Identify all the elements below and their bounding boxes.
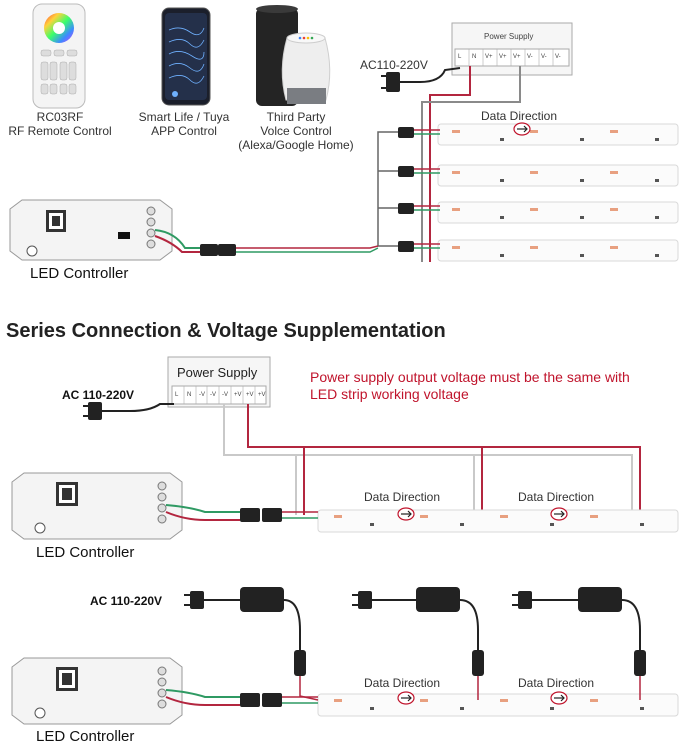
voice-line1: Third Party (266, 110, 326, 124)
top-terminal-4: V+ (513, 54, 521, 60)
app-label: Smart Life / Tuya APP Control (124, 110, 244, 138)
remote-caption: RF Remote Control (8, 124, 112, 138)
remote-name: RC03RF (36, 110, 84, 124)
adapter-led-controller (11, 657, 318, 725)
smartphone-app-icon (161, 7, 211, 106)
data-direction-arrow-icon (513, 122, 531, 136)
voltage-note: Power supply output voltage must be the … (310, 369, 630, 403)
top-terminal-0: L (458, 54, 462, 60)
adapter-plug-icon-3 (512, 587, 646, 676)
series-terminal-3: -V (210, 392, 216, 398)
series-terminal-6: +V (246, 392, 254, 398)
series-data-direction-1: Data Direction (364, 490, 441, 504)
voice-line2: Volce Control (260, 124, 332, 138)
app-line1: Smart Life / Tuya (138, 110, 230, 124)
top-ac-label: AC110-220V (360, 58, 428, 72)
top-strip-connectors (398, 127, 414, 252)
series-terminal-4: -V (222, 392, 228, 398)
series-power-supply (167, 356, 271, 408)
adapter-led-strip (317, 691, 679, 717)
series-terminal-7: +V (258, 392, 266, 398)
adapter-plug-icon-2 (352, 587, 484, 676)
adapter-ac-label: AC 110-220V (90, 594, 163, 608)
series-terminal-1: N (187, 392, 192, 398)
adapter-controller-label: LED Controller (36, 728, 135, 745)
top-terminal-2: V+ (485, 54, 493, 60)
series-controller-label: LED Controller (36, 544, 135, 561)
top-led-strips (437, 123, 679, 262)
top-power-supply-label: Power Supply (484, 32, 534, 41)
rf-remote-icon (32, 3, 86, 109)
top-terminal-7: V- (555, 54, 561, 60)
top-terminal-5: V- (527, 54, 533, 60)
adapter-data-direction-1: Data Direction (364, 676, 441, 690)
top-terminal-1: N (472, 54, 477, 60)
series-terminal-0: L (175, 392, 179, 398)
voltage-note-line1: Power supply output voltage must be the … (310, 369, 630, 385)
voltage-note-line2: LED strip working voltage (310, 386, 469, 402)
series-ac-label: AC 110-220V (62, 388, 135, 402)
top-terminal-6: V- (541, 54, 547, 60)
series-terminal-2: -V (199, 392, 205, 398)
series-ac-plug-icon (83, 402, 174, 420)
series-led-controller (11, 472, 318, 540)
voice-line3: (Alexa/Google Home) (238, 138, 354, 152)
adapter-plug-icon-1 (184, 587, 306, 676)
top-terminal-3: V+ (499, 54, 507, 60)
top-ac-plug-icon (381, 67, 461, 92)
voice-label: Third Party Volce Control (Alexa/Google … (226, 110, 366, 152)
smart-speaker-icon (256, 5, 331, 106)
top-led-controller (9, 199, 236, 261)
top-data-direction: Data Direction (481, 109, 558, 123)
top-power-supply (451, 22, 573, 76)
section-heading: Series Connection & Voltage Supplementat… (6, 320, 446, 342)
series-led-strip (317, 507, 679, 533)
app-line2: APP Control (151, 124, 217, 138)
remote-label: RC03RF RF Remote Control (0, 110, 120, 138)
adapter-data-direction-2: Data Direction (518, 676, 595, 690)
series-power-supply-label: Power Supply (177, 365, 258, 380)
series-terminal-5: +V (234, 392, 242, 398)
top-controller-label: LED Controller (30, 265, 129, 282)
series-data-direction-2: Data Direction (518, 490, 595, 504)
